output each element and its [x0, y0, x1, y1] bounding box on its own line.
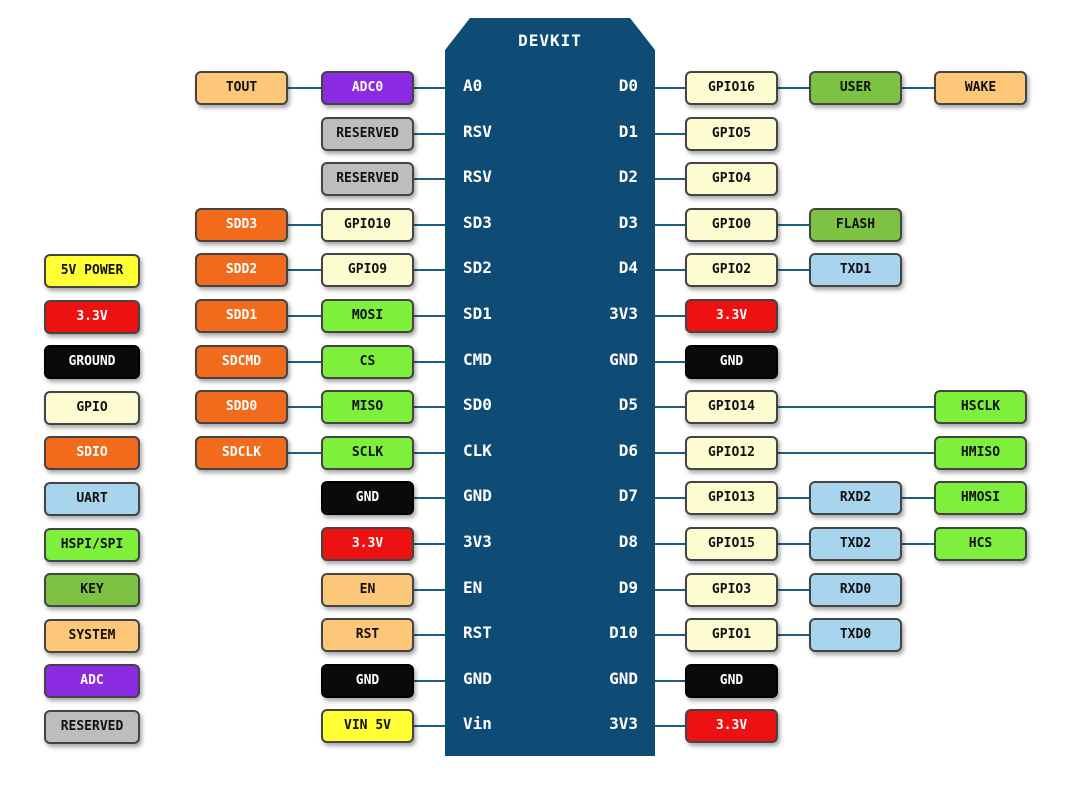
label-sdd3: SDD3: [195, 207, 288, 242]
label-adc0: ADC0: [321, 71, 414, 105]
label-gpio4: GPIO4: [685, 162, 778, 197]
label-gnd: GND: [321, 663, 414, 698]
legend-reserved: RESERVED: [44, 710, 140, 744]
label-rst: RST: [321, 618, 414, 653]
label-reserved: RESERVED: [321, 116, 414, 151]
label-sclk: SCLK: [321, 435, 414, 470]
pin-name-left-gnd: GND: [463, 486, 492, 506]
label-en: EN: [321, 572, 414, 607]
wire-right-d5: [655, 406, 1007, 409]
label-txd0: TXD0: [809, 618, 902, 653]
pin-name-right-d6: D6: [618, 440, 638, 460]
label-gnd: GND: [685, 344, 778, 379]
label-hmosi: HMOSI: [934, 481, 1027, 516]
label-user: USER: [809, 71, 902, 105]
pin-name-right-d0: D0: [618, 76, 638, 95]
label-gpio16: GPIO16: [685, 71, 778, 105]
legend-sdio: SDIO: [44, 436, 140, 471]
pin-name-left-gnd: GND: [463, 668, 492, 688]
label-gpio12: GPIO12: [685, 435, 778, 470]
pin-name-right-d9: D9: [618, 577, 638, 597]
label-sdclk: SDCLK: [195, 435, 288, 470]
pin-name-left-a0: A0: [463, 76, 483, 95]
label-vin-5v: VIN 5V: [321, 709, 414, 744]
pin-name-left-sd2: SD2: [463, 258, 492, 278]
label-wake: WAKE: [934, 71, 1027, 105]
label-mosi: MOSI: [321, 299, 414, 333]
pin-name-left-sd0: SD0: [463, 395, 492, 415]
wire-right-d6: [655, 451, 1007, 454]
legend-uart: UART: [44, 482, 140, 516]
label-hcs: HCS: [934, 527, 1027, 561]
legend-5v-power: 5V POWER: [44, 254, 140, 288]
pin-name-right-d2: D2: [618, 167, 638, 187]
pin-name-left-rsv: RSV: [463, 167, 492, 187]
pin-name-left-rsv: RSV: [463, 121, 492, 141]
label-3-3v: 3.3V: [685, 709, 778, 744]
pin-name-left-3v3: 3V3: [463, 532, 492, 551]
label-gpio13: GPIO13: [685, 481, 778, 516]
label-flash: FLASH: [809, 207, 902, 242]
label-sdd2: SDD2: [195, 253, 288, 288]
pin-name-left-vin: Vin: [463, 714, 492, 734]
legend-gpio: GPIO: [44, 390, 140, 425]
pin-name-right-d10: D10: [609, 623, 638, 643]
pin-name-right-3v3: 3V3: [609, 714, 638, 734]
board-title: DEVKIT: [518, 31, 582, 50]
pin-name-right-d4: D4: [618, 258, 638, 278]
pin-name-right-d8: D8: [618, 532, 638, 551]
legend-hspi-spi: HSPI/SPI: [44, 527, 140, 562]
pin-name-right-d3: D3: [618, 212, 638, 232]
pin-name-left-sd3: SD3: [463, 212, 492, 232]
label-gpio9: GPIO9: [321, 253, 414, 288]
label-gpio0: GPIO0: [685, 207, 778, 242]
pin-name-right-3v3: 3V3: [609, 304, 638, 323]
label-gpio3: GPIO3: [685, 572, 778, 607]
label-gnd: GND: [321, 481, 414, 516]
label-tout: TOUT: [195, 71, 288, 105]
label-3-3v: 3.3V: [685, 299, 778, 333]
label-gpio15: GPIO15: [685, 527, 778, 561]
pin-name-right-d5: D5: [618, 395, 638, 415]
label-sdd0: SDD0: [195, 390, 288, 425]
label-txd2: TXD2: [809, 527, 902, 561]
pin-name-left-sd1: SD1: [463, 304, 492, 323]
label-txd1: TXD1: [809, 253, 902, 288]
pin-name-left-rst: RST: [463, 623, 492, 643]
legend-adc: ADC: [44, 664, 140, 699]
legend-ground: GROUND: [44, 345, 140, 380]
label-gpio14: GPIO14: [685, 390, 778, 425]
label-gnd: GND: [685, 663, 778, 698]
label-sdcmd: SDCMD: [195, 344, 288, 379]
label-rxd2: RXD2: [809, 481, 902, 516]
label-gpio2: GPIO2: [685, 253, 778, 288]
legend-3-3v: 3.3V: [44, 299, 140, 334]
label-gpio5: GPIO5: [685, 116, 778, 151]
legend-system: SYSTEM: [44, 618, 140, 653]
pin-name-left-en: EN: [463, 577, 483, 597]
label-hmiso: HMISO: [934, 435, 1027, 470]
label-miso: MISO: [321, 390, 414, 425]
pin-name-right-d7: D7: [618, 486, 638, 506]
label-gpio10: GPIO10: [321, 207, 414, 242]
pin-name-right-d1: D1: [618, 121, 638, 141]
pin-name-left-clk: CLK: [463, 440, 492, 460]
pin-name-left-cmd: CMD: [463, 349, 492, 369]
pin-name-right-gnd: GND: [609, 668, 638, 688]
label-sdd1: SDD1: [195, 299, 288, 333]
pin-name-right-gnd: GND: [609, 349, 638, 369]
legend-key: KEY: [44, 573, 140, 608]
label-cs: CS: [321, 344, 414, 379]
label-rxd0: RXD0: [809, 572, 902, 607]
label-reserved: RESERVED: [321, 162, 414, 197]
label-3-3v: 3.3V: [321, 527, 414, 561]
label-hsclk: HSCLK: [934, 390, 1027, 425]
label-gpio1: GPIO1: [685, 618, 778, 653]
